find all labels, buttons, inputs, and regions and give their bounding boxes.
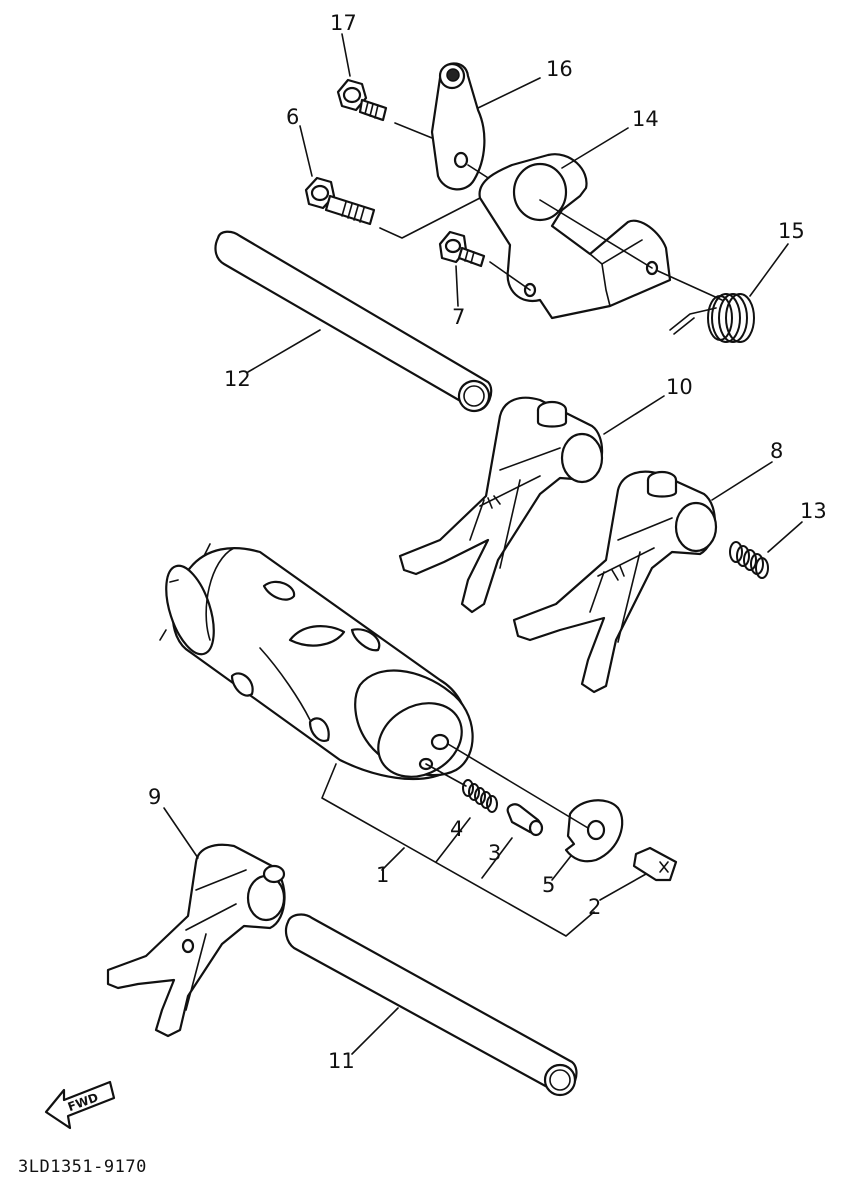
label-part-5: 5 — [542, 873, 555, 897]
label-part-17: 17 — [330, 11, 357, 35]
leader-12 — [247, 329, 321, 373]
fwd-arrow-icon — [44, 1080, 116, 1130]
label-part-14: 14 — [632, 107, 659, 131]
part-14-bracket — [478, 153, 672, 320]
part-2-screw — [632, 846, 678, 882]
part-9-shift-fork — [106, 843, 286, 1038]
label-part-1: 1 — [376, 863, 389, 887]
part-17-bolt — [336, 78, 388, 122]
leader-3 — [481, 837, 513, 879]
leader-17-16 — [394, 122, 438, 141]
part-5-plate — [564, 799, 624, 863]
leader-8 — [711, 461, 773, 501]
part-15-spring — [669, 293, 755, 343]
label-part-9: 9 — [148, 785, 161, 809]
leader-7-14 — [489, 261, 531, 291]
drawing-code: 3LD1351-9170 — [18, 1157, 147, 1177]
leader-6 — [299, 125, 313, 177]
leader-14 — [561, 127, 629, 169]
leader-6-14 — [379, 197, 481, 239]
part-1-shift-drum — [159, 543, 474, 781]
leader-5-axis — [447, 743, 589, 829]
part-11-shaft — [284, 913, 578, 1097]
label-part-16: 16 — [546, 57, 573, 81]
part-10-shift-fork — [398, 396, 604, 614]
part-13-spring — [729, 541, 769, 579]
leader-16 — [477, 77, 541, 109]
label-part-15: 15 — [778, 219, 805, 243]
leader-4 — [435, 817, 471, 863]
part-6-bolt — [304, 176, 376, 226]
leader-1 — [381, 847, 405, 871]
label-part-6: 6 — [286, 105, 299, 129]
leader-14-axis — [539, 199, 653, 269]
part-16-lever — [430, 62, 486, 191]
part-4-spring — [462, 779, 498, 813]
leader-13 — [767, 521, 803, 553]
label-part-8: 8 — [770, 439, 783, 463]
label-part-7: 7 — [452, 305, 465, 329]
part-7-bolt — [438, 230, 486, 268]
label-part-4: 4 — [450, 817, 463, 841]
part-3-pin — [506, 803, 544, 837]
part-12-shaft — [214, 230, 493, 413]
leader-2 — [599, 873, 647, 901]
leader-5 — [551, 851, 575, 881]
label-part-12: 12 — [224, 367, 251, 391]
label-part-2: 2 — [588, 895, 601, 919]
leader-1-bracket — [321, 763, 595, 937]
label-part-13: 13 — [800, 499, 827, 523]
leader-14-15 — [657, 270, 723, 301]
leader-4-axis — [425, 763, 467, 787]
leader-10 — [603, 395, 665, 435]
label-part-3: 3 — [488, 841, 501, 865]
leader-9 — [163, 807, 199, 859]
leader-7 — [455, 265, 459, 307]
part-8-shift-fork — [512, 470, 718, 694]
label-part-11: 11 — [328, 1049, 355, 1073]
leader-11 — [351, 1007, 399, 1055]
label-part-10: 10 — [666, 375, 693, 399]
leader-17 — [341, 33, 351, 77]
leader-15 — [749, 243, 789, 297]
